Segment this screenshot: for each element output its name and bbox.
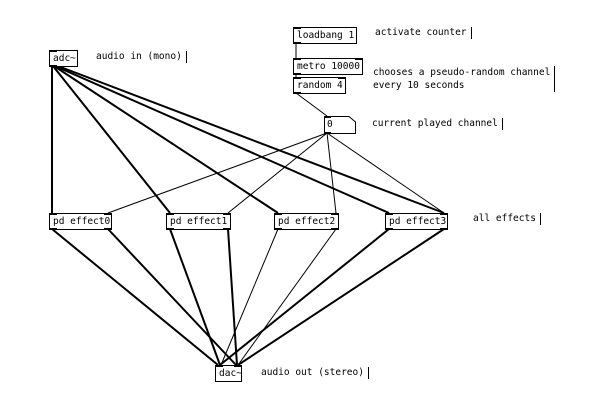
signal-cord	[237, 228, 445, 366]
effect2-left-outlet[interactable]	[275, 228, 282, 230]
effect1-label: pd effect1	[170, 216, 228, 227]
random-label: random 4	[297, 80, 343, 91]
metro-outlet[interactable]	[294, 73, 301, 75]
comment-random-channel-line2: every 10 seconds	[373, 80, 465, 91]
effect1-right-outlet[interactable]	[223, 228, 230, 230]
signal-cord	[53, 65, 279, 214]
effect3-control-inlet[interactable]	[440, 213, 447, 215]
comment-activate-counter: activate counter	[375, 27, 472, 39]
loadbang-object[interactable]: loadbang 1	[293, 27, 357, 44]
effect3-left-outlet[interactable]	[386, 228, 393, 230]
signal-cord	[52, 65, 171, 214]
comment-all-effects: all effects	[473, 213, 541, 225]
effect2-label: pd effect2	[278, 216, 336, 227]
control-cord	[326, 132, 445, 214]
random-left-inlet[interactable]	[294, 77, 301, 79]
number-box[interactable]: 0	[324, 116, 356, 134]
signal-cord-thin	[220, 228, 279, 366]
control-cord	[227, 132, 328, 214]
adc-object[interactable]: adc~	[49, 50, 78, 67]
signal-cord	[169, 228, 221, 366]
metro-object[interactable]: metro 10000	[293, 58, 363, 75]
effect3-object[interactable]: pd effect3	[385, 213, 448, 230]
comment-audio-out: audio out (stereo)	[261, 367, 369, 379]
adc-outlet[interactable]	[50, 65, 57, 67]
control-cord	[326, 132, 337, 214]
control-cord	[295, 92, 328, 117]
effect0-right-outlet[interactable]	[104, 228, 111, 230]
effect3-label: pd effect3	[389, 216, 447, 227]
signal-cord-thin	[237, 228, 337, 366]
effect1-control-inlet[interactable]	[223, 213, 230, 215]
effect3-signal-inlet[interactable]	[386, 213, 393, 215]
effect0-label: pd effect0	[53, 216, 111, 227]
metro-label: metro 10000	[297, 61, 360, 72]
dac-left-inlet[interactable]	[216, 365, 223, 367]
effect2-signal-inlet[interactable]	[275, 213, 282, 215]
effect0-left-outlet[interactable]	[50, 228, 57, 230]
control-cord	[107, 132, 328, 214]
effect2-object[interactable]: pd effect2	[274, 213, 339, 230]
effect2-control-inlet[interactable]	[331, 213, 338, 215]
signal-cord	[227, 228, 238, 366]
signal-cord	[219, 228, 390, 366]
dac-label: dac~	[219, 368, 242, 379]
random-outlet[interactable]	[294, 92, 301, 94]
effect1-signal-inlet[interactable]	[167, 213, 174, 215]
metro-right-inlet[interactable]	[355, 58, 362, 60]
effect0-signal-inlet[interactable]	[50, 213, 57, 215]
effect2-right-outlet[interactable]	[331, 228, 338, 230]
dac-right-inlet[interactable]	[234, 365, 241, 367]
signal-cord	[107, 228, 237, 366]
comment-random-channel-line1: chooses a pseudo-random channel	[373, 67, 551, 78]
metro-left-inlet[interactable]	[294, 58, 301, 60]
adc-label: adc~	[53, 53, 76, 64]
effect0-control-inlet[interactable]	[104, 213, 111, 215]
comment-audio-in: audio in (mono)	[96, 51, 187, 63]
effect1-object[interactable]: pd effect1	[166, 213, 231, 230]
effect1-left-outlet[interactable]	[167, 228, 174, 230]
loadbang-outlet[interactable]	[294, 42, 301, 44]
loadbang-label: loadbang 1	[297, 30, 355, 41]
dac-object[interactable]: dac~	[215, 365, 242, 382]
number-box-outline	[324, 116, 356, 134]
number-box-value: 0	[327, 119, 333, 130]
signal-cord	[57, 65, 445, 214]
adc-inlet[interactable]	[50, 50, 57, 52]
loadbang-inlet[interactable]	[294, 27, 301, 29]
comment-random-channel: chooses a pseudo-random channel every 10…	[373, 66, 556, 92]
random-right-inlet[interactable]	[338, 77, 345, 79]
effect3-right-outlet[interactable]	[440, 228, 447, 230]
random-object[interactable]: random 4	[293, 77, 346, 94]
effect0-object[interactable]: pd effect0	[49, 213, 112, 230]
comment-current-channel: current played channel	[372, 118, 503, 130]
signal-cord	[51, 228, 219, 366]
